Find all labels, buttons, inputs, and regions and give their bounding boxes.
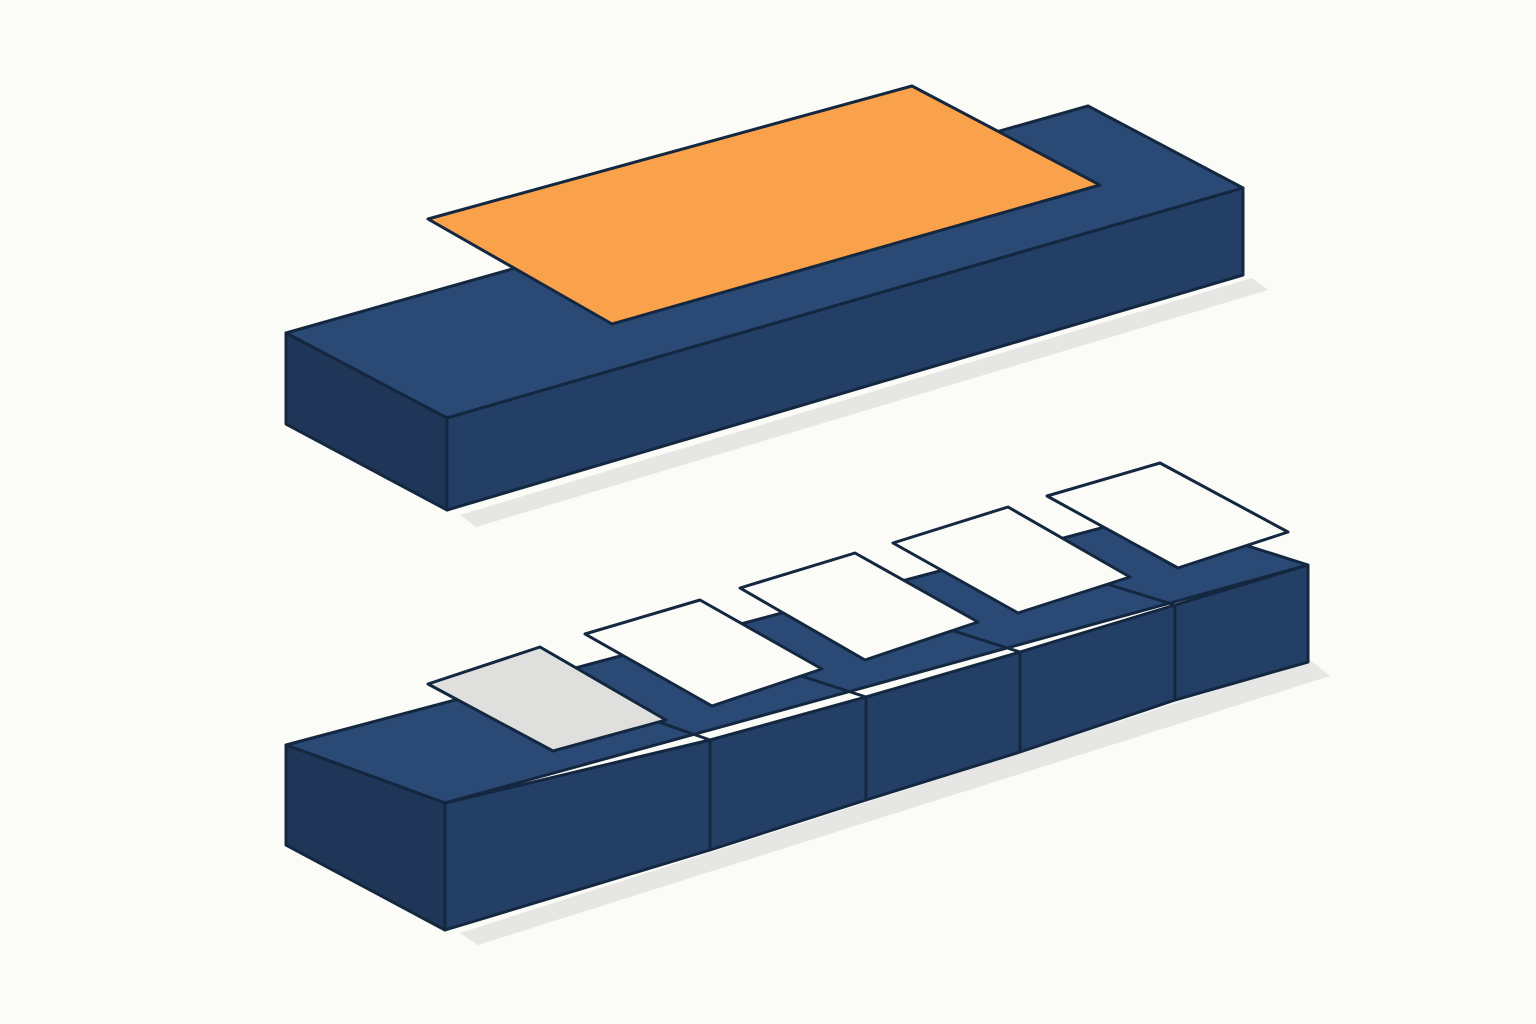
- plate-3-white: [738, 551, 980, 662]
- plate-5-white: [1045, 461, 1290, 570]
- top-block-front-face: [445, 186, 1245, 512]
- top-block-shadow: [460, 278, 1268, 527]
- orange-plate: [426, 84, 1102, 326]
- plate-1-grey: [426, 645, 668, 753]
- top-assembly: [284, 84, 1268, 527]
- bottom-block-shadow: [460, 660, 1330, 945]
- bottom-plates: [426, 461, 1290, 753]
- bottom-block-5-front-face: [1173, 563, 1310, 702]
- bottom-assembly: [284, 461, 1330, 945]
- plate-2-white: [583, 598, 824, 708]
- plate-4-white: [891, 505, 1132, 615]
